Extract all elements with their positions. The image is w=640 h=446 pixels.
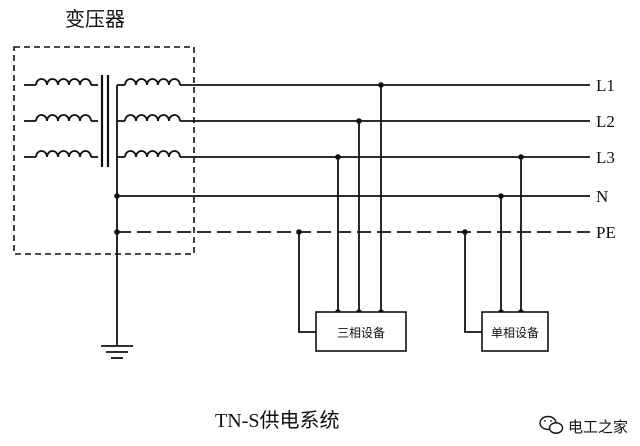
single-phase-device-label: 单相设备 bbox=[491, 326, 539, 340]
secondary-windings bbox=[116, 78, 181, 196]
bus-lines bbox=[117, 84, 590, 233]
l1-label: L1 bbox=[596, 76, 615, 95]
transformer-core bbox=[100, 75, 110, 167]
l2-label: L2 bbox=[596, 112, 615, 131]
junction-dots bbox=[114, 82, 524, 235]
transformer-enclosure bbox=[13, 46, 195, 255]
three-phase-device-box bbox=[315, 311, 407, 352]
three-phase-device-label: 三相设备 bbox=[337, 326, 385, 340]
wechat-icon bbox=[539, 415, 564, 434]
watermark: 电工之家 bbox=[539, 415, 628, 436]
transformer-label: 变压器 bbox=[65, 7, 125, 31]
three-phase-feeders bbox=[298, 85, 382, 333]
n-label: N bbox=[596, 187, 608, 206]
l3-label: L3 bbox=[596, 148, 615, 167]
ground-conductor bbox=[101, 196, 133, 359]
single-phase-feeders bbox=[464, 157, 522, 333]
primary-windings bbox=[24, 78, 98, 158]
pe-label: PE bbox=[596, 223, 616, 242]
watermark-text: 电工之家 bbox=[568, 418, 628, 436]
caption: TN-S供电系统 bbox=[215, 409, 339, 432]
single-phase-device-box bbox=[481, 311, 549, 352]
